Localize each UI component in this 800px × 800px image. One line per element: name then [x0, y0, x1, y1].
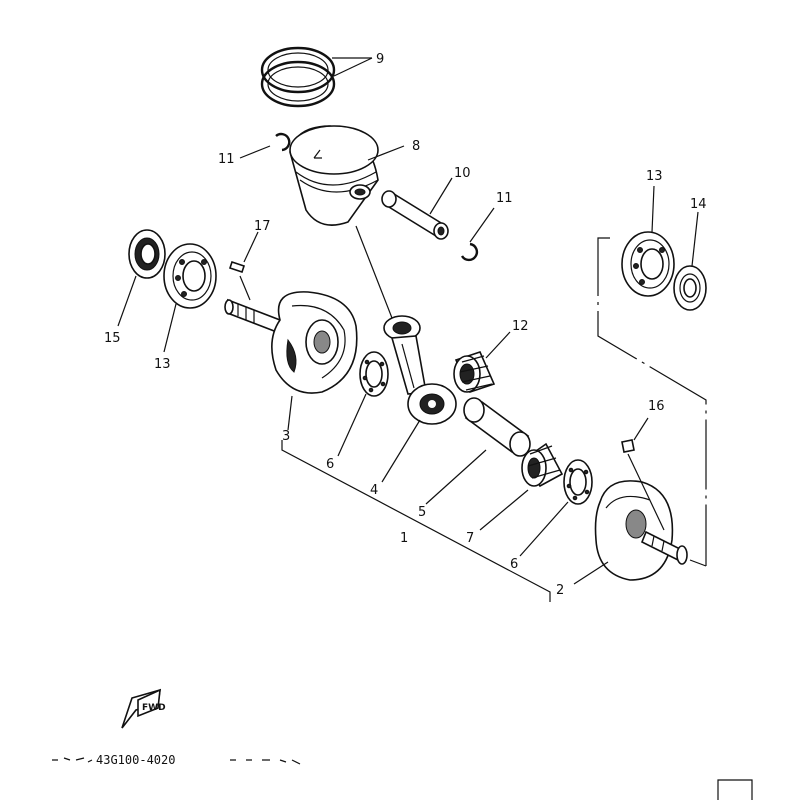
leader-6a: [337, 393, 367, 457]
oil-seal: [673, 265, 707, 311]
leader-6b: [519, 501, 569, 557]
callout-17: 17: [254, 219, 271, 234]
assembly-line-key-right: [627, 453, 665, 531]
piston-pin: [381, 190, 449, 240]
assembly-bracket-crankshaft: [281, 440, 551, 602]
callout-11-left: 11: [218, 152, 235, 167]
leader-5: [425, 449, 487, 505]
callout-3: 3: [282, 429, 290, 444]
woodruff-key: [228, 260, 246, 274]
leader-4: [381, 419, 421, 483]
page-corner-mark: [717, 779, 753, 800]
needle-bearing-small-end: [453, 351, 496, 393]
leader-10: [429, 177, 453, 215]
part-code: 43G100-4020: [96, 753, 175, 767]
leader-2: [573, 561, 609, 585]
crank-half-left: [224, 291, 358, 394]
leader-15: [117, 275, 137, 327]
leader-11b: [469, 207, 495, 243]
leader-17: [243, 231, 259, 263]
callout-6-right: 6: [510, 557, 518, 572]
assembly-bracket-right: [597, 237, 707, 566]
assembly-bracket-end: [689, 559, 707, 567]
leader-3: [287, 395, 293, 431]
fwd-arrow-icon: FWD: [121, 688, 166, 729]
needle-bearing-big-end: [521, 442, 564, 488]
bearing-13-left: [163, 243, 217, 309]
callout-11-right: 11: [496, 191, 513, 206]
callout-12: 12: [512, 319, 529, 334]
woodruff-key-right: [621, 439, 635, 453]
leader-11a: [239, 145, 271, 159]
callout-2: 2: [556, 583, 564, 598]
crank-pin: [463, 397, 531, 457]
callout-5: 5: [418, 505, 426, 520]
leader-13a: [651, 185, 655, 233]
assembly-line-piston: [355, 225, 393, 319]
leader-12: [485, 331, 511, 359]
thrust-washer-right: [563, 459, 593, 505]
leader-8: [367, 145, 405, 161]
bearing-15: [128, 229, 166, 279]
callout-16: 16: [648, 399, 665, 414]
callout-13-left: 13: [154, 357, 171, 372]
faint-footer-marks: [52, 757, 301, 765]
leader-9b: [333, 57, 373, 77]
leader-14: [691, 211, 699, 267]
callout-8: 8: [412, 139, 420, 154]
callout-9: 9: [376, 52, 384, 67]
piston-pin-clip-left: [275, 132, 291, 152]
connecting-rod: [383, 315, 457, 425]
callout-7: 7: [466, 531, 474, 546]
fwd-label: FWD: [142, 703, 166, 713]
leader-7: [479, 489, 529, 531]
callout-13-right: 13: [646, 169, 663, 184]
piston-pin-clip-right: [460, 242, 479, 262]
assembly-line-key: [239, 275, 251, 301]
callout-6-left: 6: [326, 457, 334, 472]
callout-4: 4: [370, 483, 378, 498]
thrust-washer-left: [359, 351, 389, 397]
leader-13b: [163, 303, 177, 353]
callout-14: 14: [690, 197, 707, 212]
piston: [289, 125, 379, 226]
bearing-13-right: [621, 231, 675, 297]
piston-rings: [260, 46, 336, 108]
callout-15: 15: [104, 331, 121, 346]
callout-1: 1: [400, 531, 408, 546]
leader-16: [633, 417, 649, 441]
callout-10: 10: [454, 166, 471, 181]
crank-half-right: [594, 480, 688, 581]
